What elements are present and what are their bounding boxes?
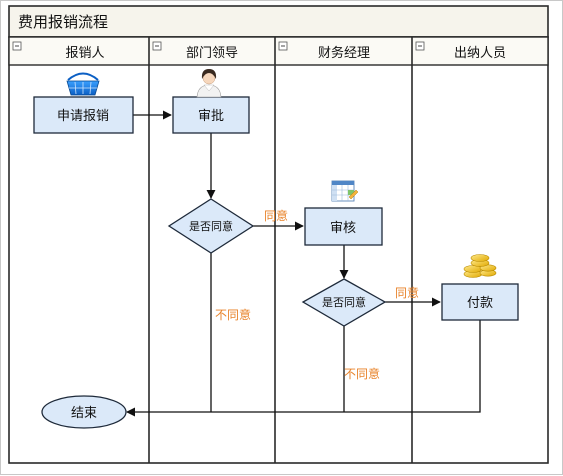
lane-header-cashier[interactable]: 出纳人员	[415, 41, 506, 61]
node-review[interactable]: 审核	[304, 207, 383, 246]
lane-label-dept-leader: 部门领导	[186, 46, 238, 61]
node-decision1[interactable]: 是否同意	[167, 198, 255, 254]
spreadsheet-icon	[331, 180, 359, 202]
node-apply-label: 申请报销	[57, 109, 109, 124]
edge-pay-to-end	[126, 320, 481, 417]
node-decision2-label: 是否同意	[322, 295, 366, 309]
edge-label-d1-yes: 同意	[264, 208, 288, 223]
node-approve-label: 审批	[198, 109, 224, 124]
lane-label-finance-manager: 财务经理	[318, 45, 370, 61]
node-decision1-label: 是否同意	[189, 219, 233, 233]
person-avatar-icon	[196, 69, 222, 98]
pool-title: 费用报销流程	[18, 13, 108, 31]
node-decision2[interactable]: 是否同意	[301, 278, 387, 327]
lane-label-cashier: 出纳人员	[454, 46, 506, 61]
node-end[interactable]: 结束	[41, 395, 127, 429]
node-approve[interactable]: 审批	[172, 96, 250, 134]
lane-header-reimburser[interactable]: 报销人	[12, 41, 105, 61]
edge-label-d1-no: 不同意	[215, 307, 251, 322]
node-pay-label: 付款	[467, 296, 493, 311]
lane-header-row	[8, 36, 549, 66]
node-end-label: 结束	[71, 406, 97, 421]
shopping-basket-icon	[66, 72, 100, 96]
edge-label-d2-yes: 同意	[395, 285, 419, 300]
node-review-label: 审核	[330, 221, 356, 236]
node-apply[interactable]: 申请报销	[33, 96, 134, 134]
pool-header: 费用报销流程	[8, 5, 549, 38]
edges	[126, 110, 481, 417]
lane-label-reimburser: 报销人	[65, 46, 104, 61]
node-pay[interactable]: 付款	[441, 283, 519, 321]
gold-coins-icon	[463, 254, 497, 278]
lane-header-dept-leader[interactable]: 部门领导	[152, 41, 238, 61]
lane-header-finance-manager[interactable]: 财务经理	[278, 41, 370, 61]
edge-label-d2-no: 不同意	[344, 366, 380, 381]
